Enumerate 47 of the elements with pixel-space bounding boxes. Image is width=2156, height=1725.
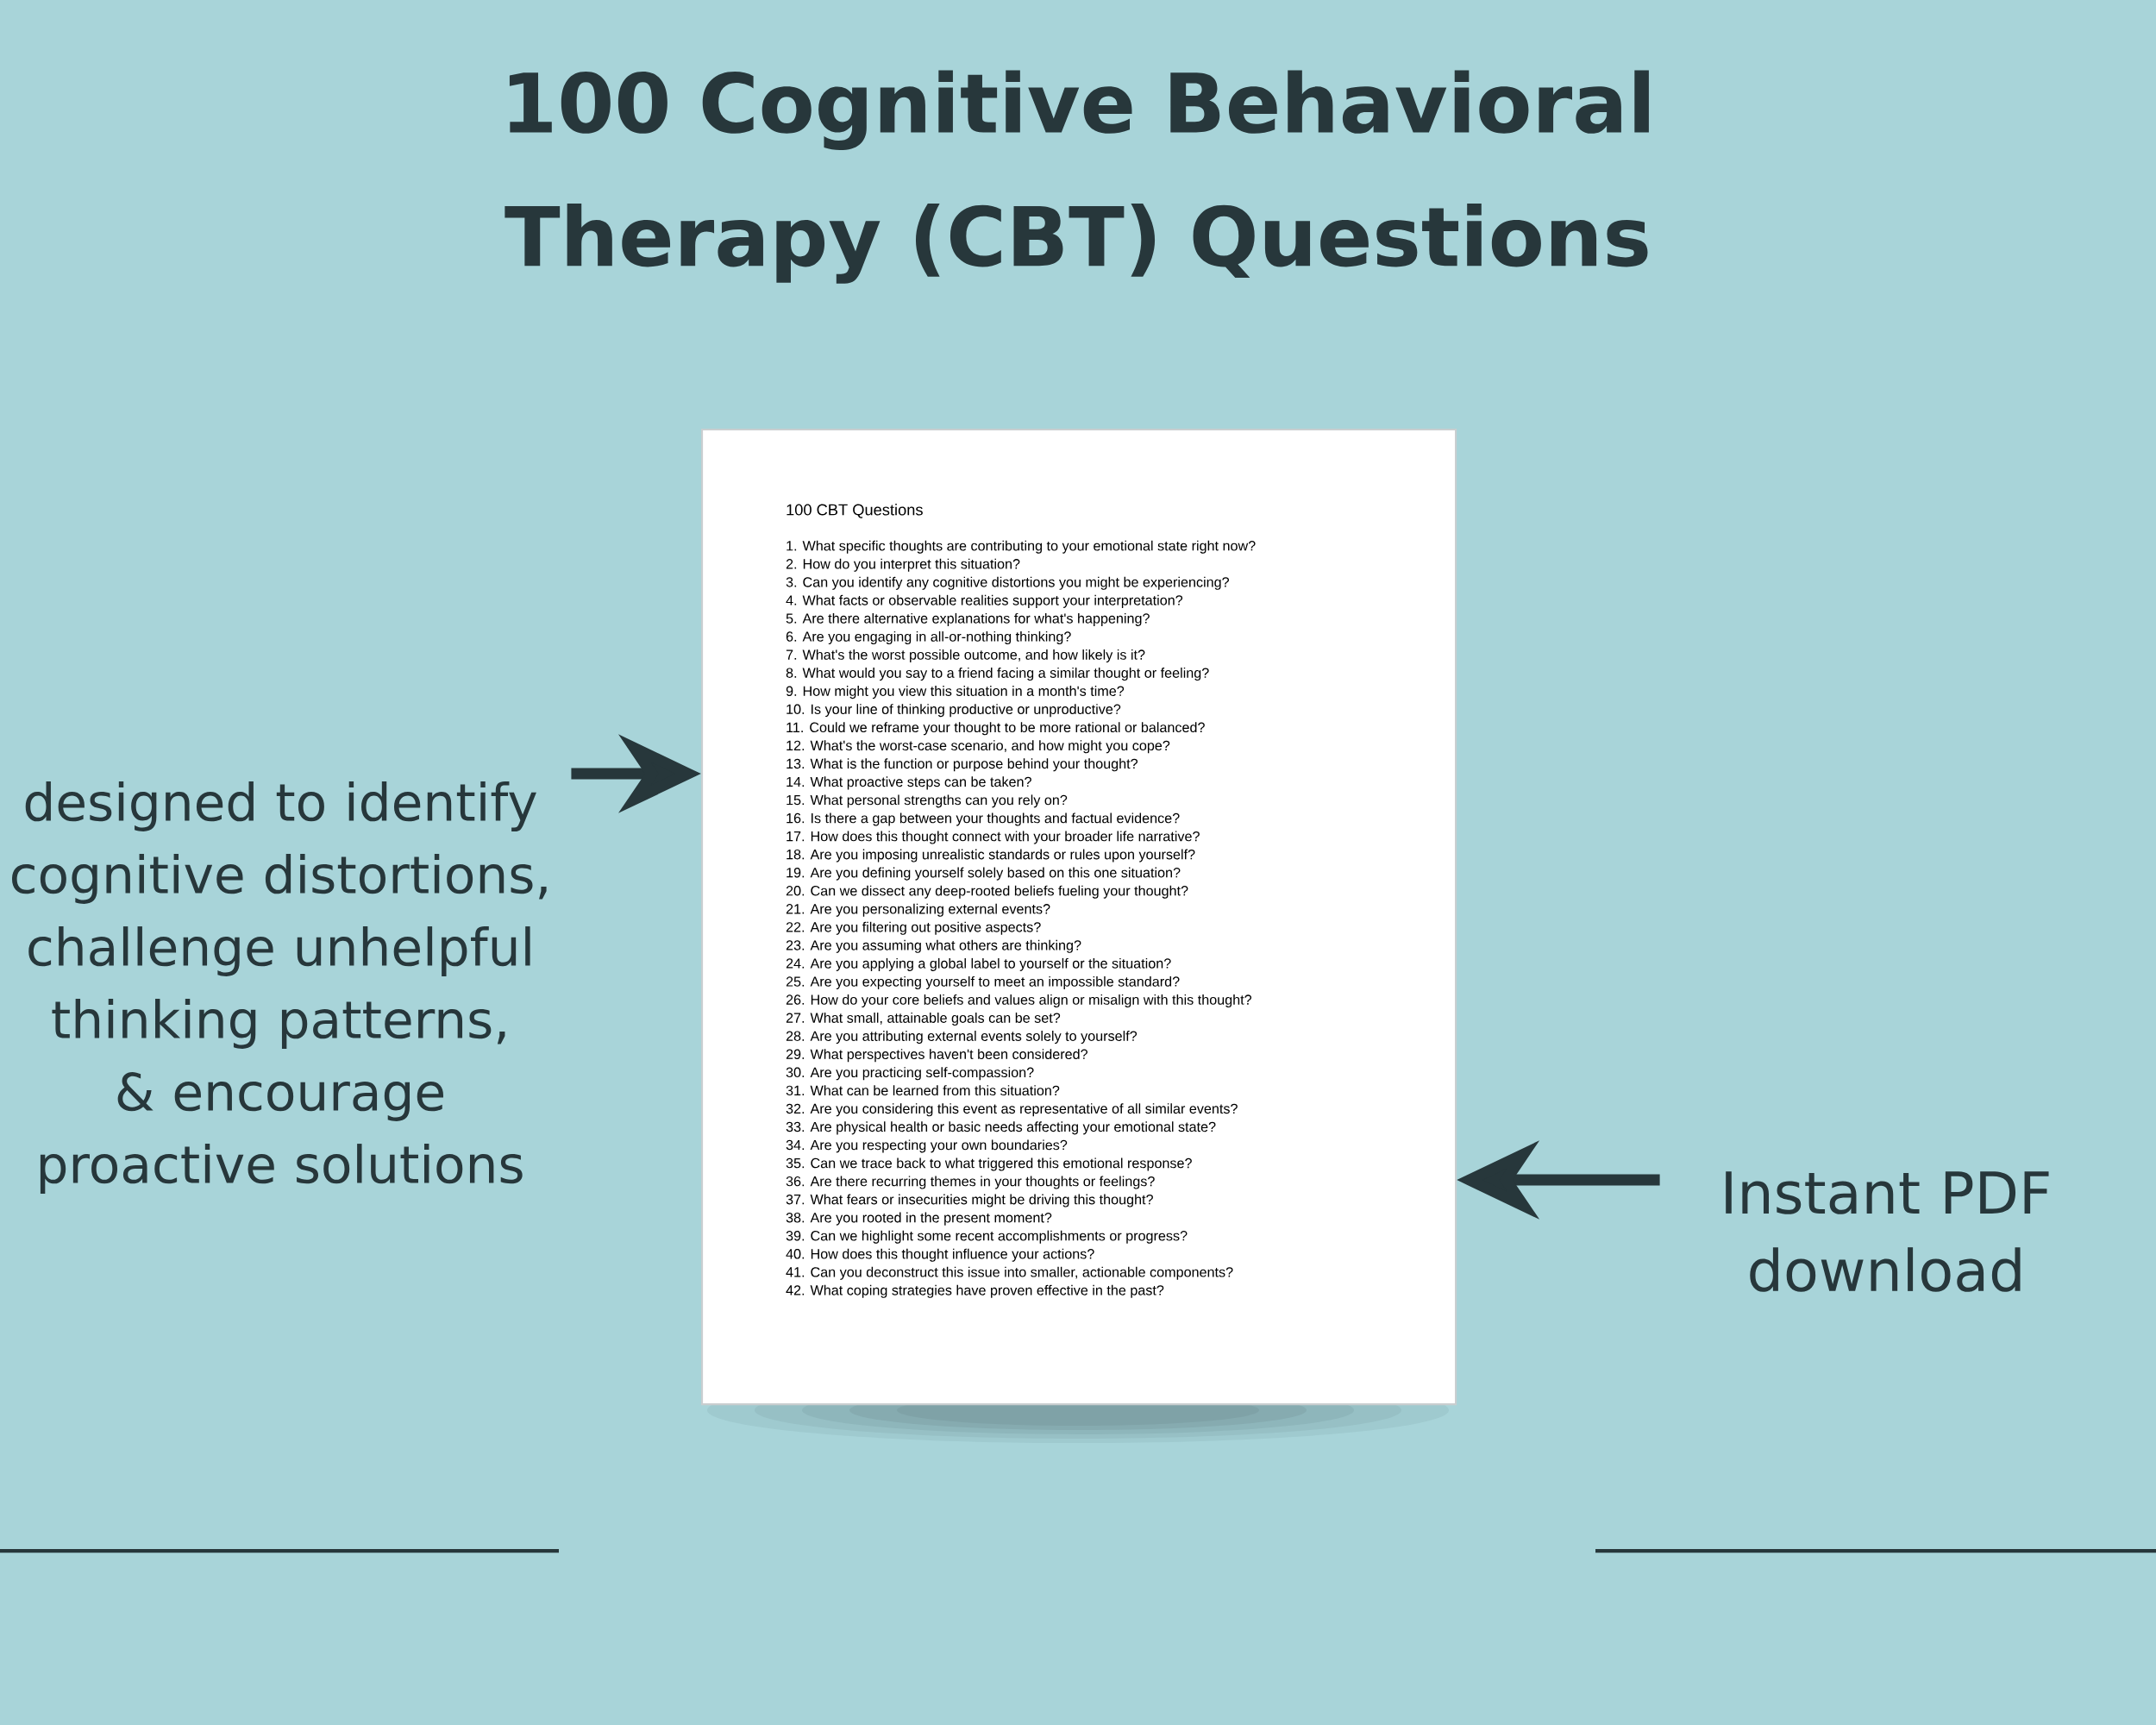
question-text: 21. Are you personalizing external events? xyxy=(786,903,1050,917)
question-text: 28. Are you attributing external events solely to yourself? xyxy=(786,1031,1138,1044)
question-text: 37. What fears or insecurities might be driving this thought? xyxy=(786,1194,1153,1208)
question-text: 11. Could we reframe your thought to be more rational or balanced? xyxy=(787,722,1205,736)
question-text: 15. What personal strengths can you rely on? xyxy=(787,794,1068,808)
question-text: 36. Are there recurring themes in your thoughts or feelings? xyxy=(786,1176,1155,1189)
question-text: 26. How do your core beliefs and values align or misalign with this thought? xyxy=(786,994,1252,1008)
question-text: 18. Are you imposing unrealistic standards or rules upon yourself? xyxy=(787,849,1195,862)
question-text: 40. How does this thought influence your actions? xyxy=(786,1248,1094,1262)
title: 100 Cognitive Behavioral Therapy (CBT) Questions xyxy=(505,70,1649,284)
question-text: 30. Are you practicing self-compassion? xyxy=(786,1067,1034,1081)
question-text: 2. How do you interpret this situation? xyxy=(786,558,1020,572)
question-text: 19. Are you defining yourself solely based on this one situation? xyxy=(787,867,1181,881)
description-text: designed to identify cognitive distortions, challenge unhelpful thinking patterns, & encourage proactive solutions xyxy=(12,781,547,1194)
question-text: 20. Can we dissect any deep-rooted beliefs fueling your thought? xyxy=(786,885,1188,899)
question-text: 1. What specific thoughts are contributing to your emotional state right now? xyxy=(787,540,1256,554)
question-text: 16. Is there a gap between your thoughts and factual evidence? xyxy=(787,812,1180,826)
question-text: 25. Are you expecting yourself to meet an impossible standard? xyxy=(786,975,1180,989)
question-text: 35. Can we trace back to what triggered this emotional response? xyxy=(786,1157,1192,1171)
question-text: 17. How does this thought connect with your broader life narrative? xyxy=(787,831,1200,844)
question-text: 42. What coping strategies have proven effective in the past? xyxy=(786,1284,1164,1298)
question-text: 10. Is your line of thinking productive or unproductive? xyxy=(787,704,1121,718)
question-text: 24. Are you applying a global label to yourself or the situation? xyxy=(786,957,1171,971)
question-text: 33. Are physical health or basic needs affecting your emotional state? xyxy=(786,1121,1216,1135)
document-heading: 100 CBT Questions xyxy=(787,504,923,518)
question-text: 7. What's the worst possible outcome, and how likely is it? xyxy=(786,649,1145,663)
question-text: 9. How might you view this situation in a month's time? xyxy=(786,686,1125,699)
question-text: 34. Are you respecting your own boundaries? xyxy=(786,1139,1068,1153)
question-text: 31. What can be learned from this situation? xyxy=(786,1085,1060,1096)
question-text: 38. Are you rooted in the present moment? xyxy=(786,1212,1052,1226)
question-text: 41. Can you deconstruct this issue into smaller, actionable components? xyxy=(786,1266,1233,1280)
question-text: 12. What's the worst-case scenario, and how might you cope? xyxy=(787,740,1170,754)
question-text: 3. Can you identify any cognitive distortions you might be experiencing? xyxy=(786,576,1229,590)
question-text: 4. What facts or observable realities support your interpretation? xyxy=(786,594,1183,608)
question-text: 22. Are you filtering out positive aspects? xyxy=(786,921,1041,935)
question-text: 5. Are there alternative explanations for what's happening? xyxy=(786,612,1150,626)
question-text: 6. Are you engaging in all-or-nothing thinking? xyxy=(786,630,1071,644)
question-text: 29. What perspectives haven't been considered? xyxy=(786,1049,1087,1063)
question-text: 32. Are you considering this event as representative of all similar events? xyxy=(786,1103,1238,1117)
callout-text: Instant PDF download xyxy=(1726,1171,2049,1292)
question-text: 14. What proactive steps can be taken? xyxy=(787,776,1031,790)
document-page xyxy=(701,429,1457,1406)
question-text: 8. What would you say to a friend facing a similar thought or feeling? xyxy=(786,668,1209,681)
question-text: 23. Are you assuming what others are thinking? xyxy=(786,939,1081,953)
question-text: 27. What small, attainable goals can be set? xyxy=(786,1013,1061,1026)
question-text: 39. Can we highlight some recent accomplishments or progress? xyxy=(786,1230,1188,1244)
question-text: 13. What is the function or purpose behind your thought? xyxy=(787,758,1138,772)
